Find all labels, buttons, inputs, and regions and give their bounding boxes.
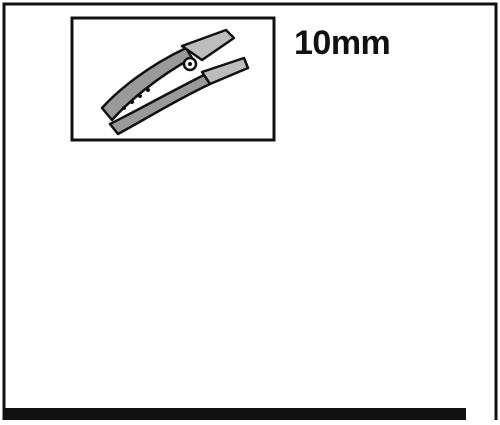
strip-length-label: 10mm: [294, 24, 391, 62]
wire-stripper-icon: [100, 28, 250, 136]
top-tool-panel: [70, 16, 276, 142]
